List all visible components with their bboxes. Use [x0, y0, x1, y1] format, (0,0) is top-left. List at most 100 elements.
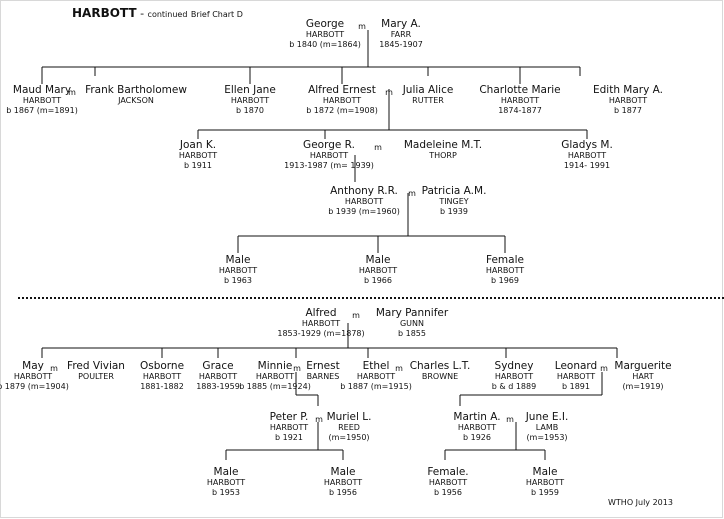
person-alfred: Alfred HARBOTT 1853-1929 (m=1878) — [277, 307, 364, 339]
person-name: May — [22, 360, 44, 372]
person-martin: Martin A. HARBOTT b 1926 — [453, 411, 500, 443]
person-surname: HARBOTT — [142, 372, 182, 381]
person-dates: b 1926 — [463, 433, 491, 442]
person-mary-a: Mary A. FARR 1845-1907 — [379, 18, 423, 50]
person-surname: HARBOTT — [22, 96, 62, 105]
person-surname: BARNES — [306, 372, 340, 381]
person-julia: Julia Alice RUTTER — [403, 84, 454, 106]
person-alfred-ernest: Alfred Ernest HARBOTT b 1872 (m=1908) — [306, 84, 378, 116]
person-name: George R. — [303, 139, 355, 151]
person-surname: HART — [632, 372, 654, 381]
person-name: Patricia A.M. — [421, 185, 487, 197]
person-surname: HARBOTT — [322, 96, 362, 105]
person-charlotte: Charlotte Marie HARBOTT 1874-1877 — [479, 84, 560, 116]
person-surname: JACKSON — [118, 96, 154, 105]
person-surname: HARBOTT — [198, 372, 238, 381]
person-dates: (m=1950) — [328, 433, 370, 442]
person-name: Mary Pannifer — [375, 307, 449, 319]
person-dates: b 1872 (m=1908) — [306, 106, 378, 115]
person-marguerite: Marguerite HART (m=1919) — [614, 360, 671, 392]
person-fred: Fred Vivian POULTER — [67, 360, 125, 382]
person-frank: Frank Bartholomew JACKSON — [85, 84, 187, 106]
person-surname: HARBOTT — [556, 372, 596, 381]
person-dates: 1881-1882 — [140, 382, 184, 391]
person-dates: 1845-1907 — [379, 40, 423, 49]
person-george-r: George R. HARBOTT 1913-1987 (m= 1939) — [284, 139, 374, 171]
person-osborne: Osborne HARBOTT 1881-1882 — [140, 360, 184, 392]
person-name: Male — [225, 254, 251, 266]
person-dates: b 1870 — [236, 106, 264, 115]
person-name: Gladys M. — [561, 139, 613, 151]
person-name: Joan K. — [179, 139, 217, 151]
person-dates: b 1877 — [614, 106, 642, 115]
marriage-symbol: m — [315, 415, 323, 424]
person-dates: b & d 1889 — [491, 382, 537, 391]
person-anthony: Anthony R.R. HARBOTT b 1939 (m=1960) — [328, 185, 400, 217]
person-joan: Joan K. HARBOTT b 1911 — [179, 139, 217, 171]
person-dates: b 1969 — [491, 276, 519, 285]
person-dates: b 1887 (m=1915) — [340, 382, 412, 391]
person-leonard: Leonard HARBOTT b 1891 — [555, 360, 597, 392]
person-dates: b 1959 — [531, 488, 559, 497]
person-surname: HARBOTT — [567, 151, 607, 160]
person-surname: POULTER — [78, 372, 114, 381]
person-surname: HARBOTT — [301, 319, 341, 328]
person-name: Julia Alice — [402, 84, 454, 96]
person-name: Charles L.T. — [409, 360, 471, 372]
person-name: Male — [532, 466, 558, 478]
person-dates: 1874-1877 — [498, 106, 542, 115]
person-surname: HARBOTT — [356, 372, 396, 381]
person-name: Fred Vivian — [67, 360, 125, 372]
person-name: Martin A. — [453, 411, 501, 423]
person-dates: b 1855 — [398, 329, 426, 338]
person-surname: HARBOTT — [218, 266, 258, 275]
person-surname: HARBOTT — [500, 96, 540, 105]
person-surname: HARBOTT — [358, 266, 398, 275]
person-dates: b 1879 (m=1904) — [0, 382, 69, 391]
person-dates: b 1885 (m=1924) — [239, 382, 311, 391]
footer-credit: WTHO July 2013 — [608, 498, 673, 507]
person-dates: b 1921 — [275, 433, 303, 442]
person-name: Anthony R.R. — [330, 185, 398, 197]
person-surname: REED — [338, 423, 360, 432]
person-name: Female — [486, 254, 524, 266]
person-ethel: Ethel HARBOTT b 1887 (m=1915) — [340, 360, 412, 392]
person-name: Ethel — [362, 360, 390, 372]
marriage-symbol: m — [600, 364, 608, 373]
person-surname: HARBOTT — [344, 197, 384, 206]
person-mary-pannifer: Mary Pannifer GUNN b 1855 — [376, 307, 448, 339]
person-male-3: Male HARBOTT b 1953 — [207, 466, 245, 498]
person-edith: Edith Mary A. HARBOTT b 1877 — [593, 84, 663, 116]
person-name: Marguerite — [614, 360, 672, 372]
person-surname: HARBOTT — [494, 372, 534, 381]
person-surname: TINGEY — [439, 197, 469, 206]
person-maud: Maud Mary HARBOTT b 1867 (m=1891) — [6, 84, 78, 116]
title-chart: Brief Chart D — [190, 10, 243, 19]
person-male-2: Male HARBOTT b 1966 — [359, 254, 397, 286]
person-female-1: Female HARBOTT b 1969 — [486, 254, 524, 286]
person-name: Osborne — [139, 360, 185, 372]
marriage-symbol: m — [395, 364, 403, 373]
chart-title: HARBOTT - continued Brief Chart D — [72, 6, 243, 20]
person-name: Peter P. — [269, 411, 309, 423]
person-dates: b 1963 — [224, 276, 252, 285]
person-name: Edith Mary A. — [592, 84, 664, 96]
person-surname: FARR — [390, 30, 412, 39]
person-name: Muriel L. — [326, 411, 372, 423]
person-name: Male — [365, 254, 391, 266]
person-peter: Peter P. HARBOTT b 1921 — [270, 411, 309, 443]
person-surname: HARBOTT — [457, 423, 497, 432]
person-surname: HARBOTT — [485, 266, 525, 275]
person-george: George HARBOTT b 1840 (m=1864) — [289, 18, 361, 50]
person-dates: 1914- 1991 — [563, 161, 611, 170]
person-grace: Grace HARBOTT 1883-1959 — [196, 360, 240, 392]
person-dates: (m=1953) — [526, 433, 568, 442]
person-dates: b 1891 — [562, 382, 590, 391]
marriage-symbol: m — [352, 311, 360, 320]
person-ernest: Ernest BARNES — [306, 360, 339, 382]
person-surname: HARBOTT — [255, 372, 295, 381]
person-male-5: Male HARBOTT b 1959 — [526, 466, 564, 498]
person-surname: RUTTER — [412, 96, 444, 105]
